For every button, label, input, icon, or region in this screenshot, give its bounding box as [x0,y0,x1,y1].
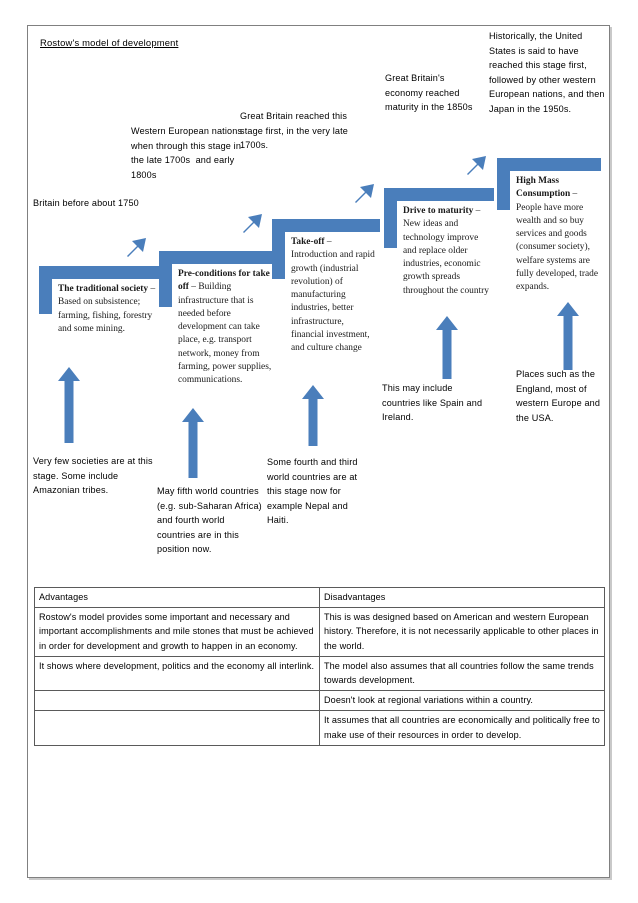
table-row: Doesn't look at regional variations with… [34,690,605,712]
stage-drive-to-maturity: Drive to maturity – New ideas and techno… [384,188,494,318]
stage-bar-left [497,158,510,210]
up-arrow [434,314,460,379]
stage-heading: Take-off [291,237,325,247]
stage-dash: – [324,237,332,247]
table-header-disadvantages: Disadvantages [319,586,605,609]
stage-traditional-society: The traditional society – Based on subsi… [39,266,169,366]
table-header-advantages: Advantages [34,586,320,609]
table-cell-disadvantage: It assumes that all countries are econom… [319,710,605,746]
stage-bar-left [272,219,285,279]
stage-dash: – [570,189,578,200]
table-row: It shows where development, politics and… [34,655,605,692]
stage-heading: Drive to maturity [403,206,474,216]
stage-body: New ideas and technology improve and rep… [403,219,489,296]
stage-take-off: Take-off – Introduction and rapid growth… [272,219,380,374]
table-cell-disadvantage: Doesn't look at regional variations with… [319,690,605,712]
stage-bar-top [159,251,285,264]
stage-bar-top [272,219,380,232]
page-title: Rostow's model of development [40,37,179,48]
up-arrow [555,300,581,370]
table-cell-advantage-empty [34,710,320,746]
note-fifth-world-countries: May fifth world countries (e.g. sub-Saha… [157,486,265,555]
table-header-row: Advantages Disadvantages [34,586,605,609]
stage-dash: – [188,282,199,293]
stage-bar-left [39,266,52,314]
stage-heading: High Mass Consumption [516,176,571,200]
stage-body: Based on subsistence; farming, fishing, … [58,297,153,334]
stage-description: Pre-conditions for take off – Building i… [178,268,278,388]
stage-description: Drive to maturity – New ideas and techno… [403,205,491,298]
table-cell-disadvantage: The model also assumes that all countrie… [319,655,605,692]
up-arrow [56,365,82,443]
stage-bar-left [159,251,172,307]
stage-bar-top [384,188,494,201]
stage-description: High Mass Consumption – People have more… [516,175,598,295]
up-arrow [180,406,206,478]
table-row: Rostow's model provides some important a… [34,607,605,657]
stage-description: The traditional society – Based on subsi… [58,283,164,336]
stage-heading: Pre-conditions for take off [178,269,270,293]
advantages-disadvantages-table: Advantages Disadvantages Rostow's model … [34,586,605,746]
stage-pre-conditions-for-take-off: Pre-conditions for take off – Building i… [159,251,285,401]
note-great-britain-maturity: Great Britain's economy reached maturity… [385,73,473,113]
note-england-western-europe-usa: Places such as the England, most of west… [516,369,603,423]
diagonal-up-right-arrow [464,152,490,178]
document-page [27,25,610,878]
stage-dash: – [473,206,481,216]
table-cell-advantage-empty [34,690,320,712]
table-row: It assumes that all countries are econom… [34,710,605,746]
stage-bar-top [497,158,601,171]
note-very-few-societies: Very few societies are at this stage. So… [33,456,153,496]
diagonal-up-right-arrow [352,180,378,206]
stage-body: People have more wealth and so buy servi… [516,202,598,293]
note-western-european-nations: Western European nations when through th… [131,126,243,180]
table-cell-disadvantage: This is was designed based on American a… [319,607,605,657]
diagonal-up-right-arrow [124,234,150,260]
stage-body: Introduction and rapid growth (industria… [291,250,375,354]
stage-heading: The traditional society [58,284,149,294]
stage-description: Take-off – Introduction and rapid growth… [291,236,375,356]
note-britain-before-1750: Britain before about 1750 [33,198,139,208]
stage-body: Building infrastructure that is needed b… [178,282,272,386]
table-cell-advantage: Rostow's model provides some important a… [34,607,320,657]
note-great-britain-take-off: Great Britain reached this stage first, … [240,111,348,151]
note-united-states-high-mass: Historically, the United States is said … [489,31,608,114]
note-spain-and-ireland: This may include countries like Spain an… [382,383,485,423]
stage-dash: – [148,284,156,294]
table-cell-advantage: It shows where development, politics and… [34,655,320,692]
diagonal-up-right-arrow [240,210,266,236]
stage-bar-top [39,266,169,279]
up-arrow [300,383,326,446]
note-fourth-and-third-world: Some fourth and third world countries ar… [267,457,361,526]
stage-high-mass-consumption: High Mass Consumption – People have more… [497,158,601,303]
stage-bar-left [384,188,397,248]
